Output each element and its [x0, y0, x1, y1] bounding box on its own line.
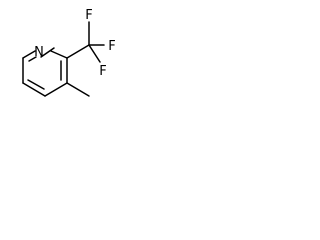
bond-c6-n: [22, 50, 36, 59]
bond-c2-cf3: [66, 44, 90, 59]
bond-n-c2: [40, 47, 55, 58]
bond-methyl: [66, 82, 90, 97]
atom-label-fluorine-top: F: [85, 8, 92, 23]
atom-label-nitrogen: N: [34, 45, 44, 60]
bond-c4-c5-inner: [27, 79, 45, 90]
structure-diagram: N F F F: [0, 0, 150, 134]
bond-c4-c5: [22, 82, 46, 97]
atom-label-fluorine-right: F: [108, 39, 115, 54]
bond-n-c2-right: [50, 50, 68, 59]
atom-label-fluorine-bottom: F: [99, 64, 106, 79]
pyridine-structure: N F F F: [22, 8, 116, 97]
bond-cf3-f-bottom: [88, 44, 101, 63]
bond-c6-n-inner: [28, 56, 37, 62]
bond-c3-c4: [44, 82, 68, 97]
